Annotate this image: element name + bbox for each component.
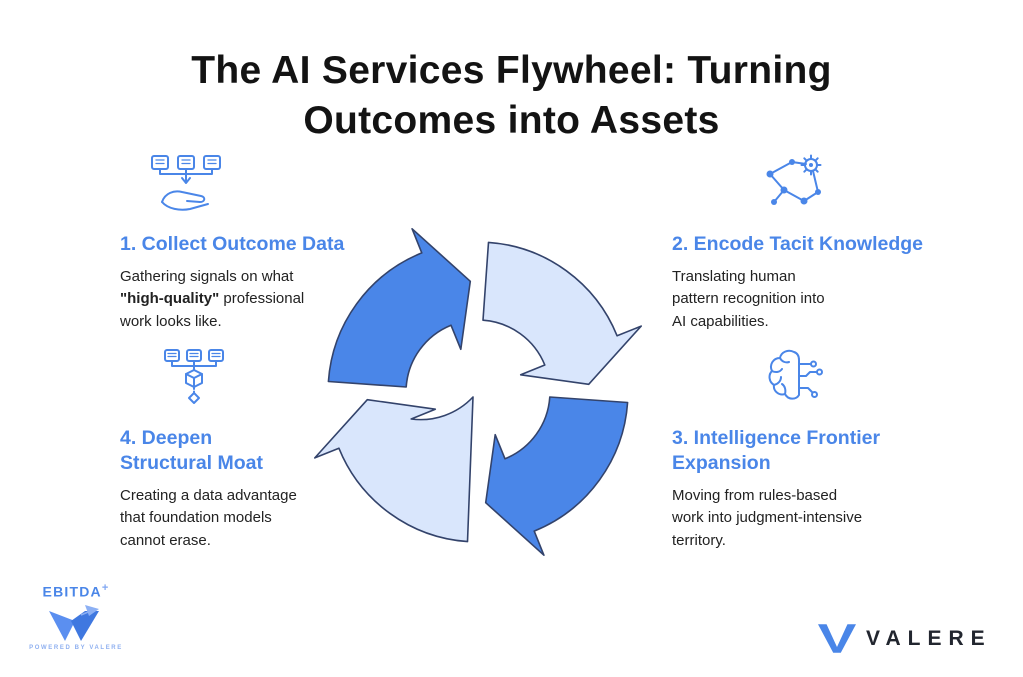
plus-icon: +: [101, 582, 110, 594]
flywheel-arrow-top-left: [327, 228, 472, 388]
step-1-collect-outcome-data: 1. Collect Outcome Data Gathering signal…: [120, 154, 352, 333]
step-2-encode-tacit-knowledge: 2. Encode Tacit Knowledge Translating hu…: [672, 154, 934, 333]
step-3-heading: 3. Intelligence Frontier Expansion: [672, 427, 881, 474]
valere-logo-mark: [818, 624, 856, 653]
step-2-heading: 2. Encode Tacit Knowledge: [672, 233, 924, 255]
ebitda-logo-text: EBITDA+: [42, 582, 110, 600]
step-2-description: Translating human pattern recognition in…: [672, 267, 825, 330]
step-4-heading: 4. Deepen Structural Moat: [120, 427, 264, 474]
network-gear-icon: [764, 154, 934, 218]
ebitda-logo: EBITDA+ POWERED BY VALERE: [26, 582, 126, 651]
flywheel-arrow-top-right: [482, 241, 642, 386]
page-title: The AI Services Flywheel: Turning Outcom…: [191, 49, 832, 142]
documents-to-cube-icon: [162, 348, 352, 412]
valere-wordmark: VALERE: [866, 626, 992, 650]
brain-circuit-icon: [764, 348, 924, 412]
step-4-deepen-structural-moat: 4. Deepen Structural Moat Creating a dat…: [120, 348, 352, 552]
flywheel-arrow-bottom-left: [314, 396, 474, 543]
circular-arrows-flywheel: [298, 212, 658, 572]
flywheel-arrow-bottom-right: [484, 396, 629, 556]
step-3-intelligence-frontier-expansion: 3. Intelligence Frontier Expansion Movin…: [672, 348, 924, 552]
step-1-description: Gathering signals on what "high-quality"…: [120, 267, 305, 330]
valere-logo: VALERE: [818, 624, 992, 653]
ebitda-logo-mark: [49, 604, 99, 641]
step-3-description: Moving from rules-based work into judgme…: [672, 486, 863, 549]
powered-by-valere-text: POWERED BY VALERE: [29, 644, 123, 651]
documents-into-hand-icon: [150, 154, 352, 218]
highlight-high-quality: "high-quality": [120, 290, 220, 308]
step-4-description: Creating a data advantage that foundatio…: [120, 486, 297, 549]
step-1-heading: 1. Collect Outcome Data: [120, 233, 345, 255]
